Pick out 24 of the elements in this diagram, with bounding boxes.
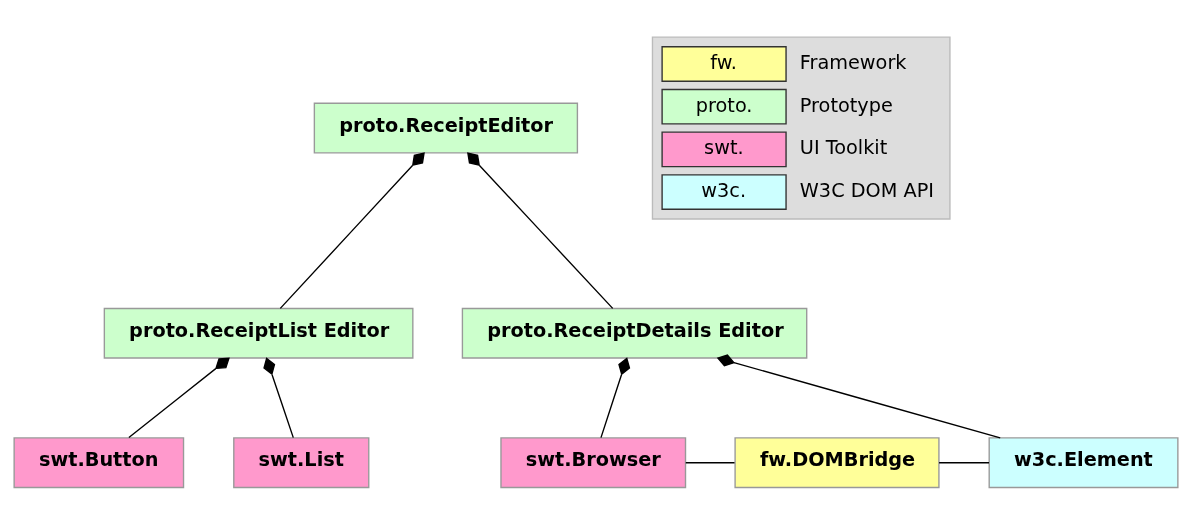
label: proto. xyxy=(695,93,753,117)
connector xyxy=(263,356,294,438)
legend-label: UI Toolkit xyxy=(799,135,888,159)
node-box: swt.Button xyxy=(13,436,185,488)
node-box: w3c.Element xyxy=(988,436,1179,488)
legend-label: Prototype xyxy=(799,93,893,117)
node-box: proto.ReceiptList Editor xyxy=(103,307,414,359)
label: w3c. xyxy=(701,178,747,202)
node-box: proto.ReceiptDetails Editor xyxy=(461,307,808,359)
connector xyxy=(938,461,990,463)
connector xyxy=(685,461,736,463)
label: swt. xyxy=(704,135,744,159)
label: fw. xyxy=(710,50,737,74)
legend-label: Framework xyxy=(799,50,907,74)
connector xyxy=(279,151,425,309)
node-box: swt.List xyxy=(233,436,370,488)
node-box: fw.DOMBridge xyxy=(734,436,940,488)
connector xyxy=(467,151,614,309)
node-box: swt.Browser xyxy=(500,436,687,488)
connector xyxy=(600,356,631,438)
connector xyxy=(128,356,230,438)
connector xyxy=(716,353,1001,438)
node-box: proto.ReceiptEditor xyxy=(313,102,579,153)
legend-label: W3C DOM API xyxy=(799,178,934,202)
